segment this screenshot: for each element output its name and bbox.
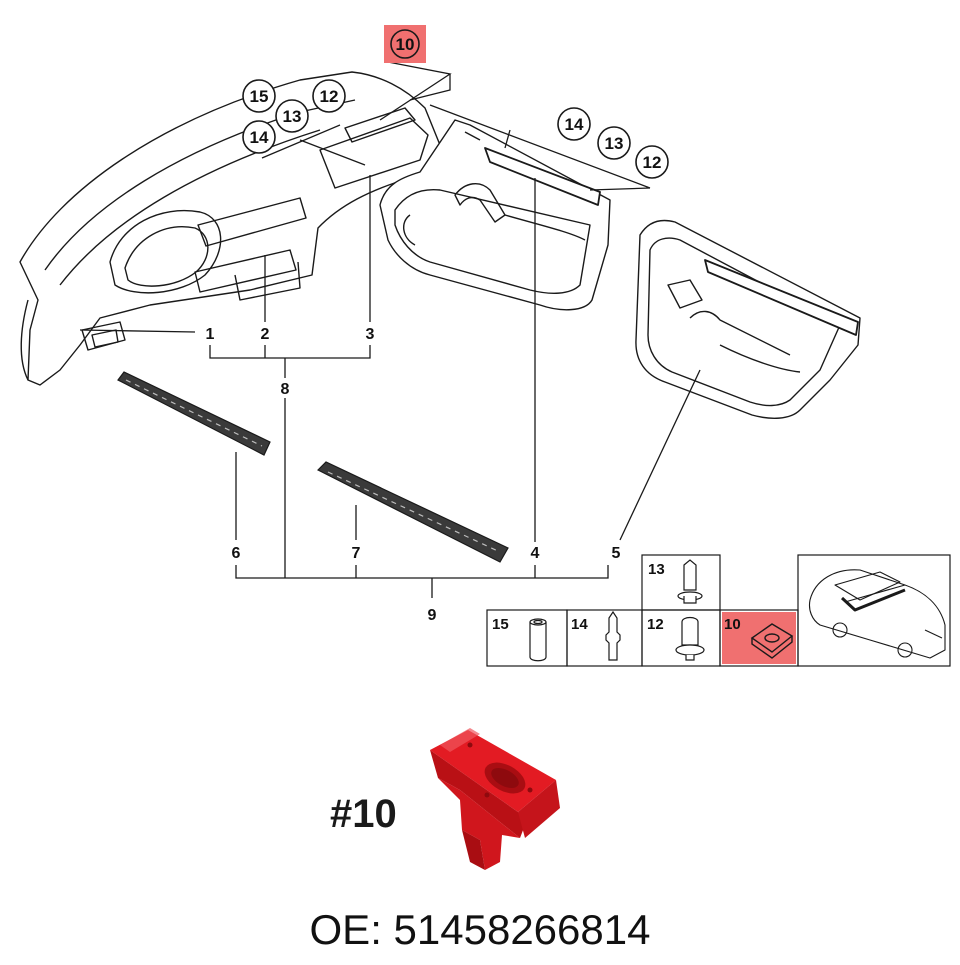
car-thumbnail-icon — [808, 569, 946, 659]
clip-12-icon — [675, 616, 705, 661]
trim-strip-6-illustration — [117, 371, 271, 456]
leader-number-6: 6 — [232, 545, 241, 562]
callout-group-dashboard: 15 12 14 13 — [242, 79, 346, 154]
trim-strip-7-illustration — [316, 461, 509, 563]
red-clip-product-icon — [430, 728, 560, 870]
callout-circle — [635, 145, 669, 179]
callout-label-10: 10 — [396, 35, 415, 54]
clip-10-icon — [750, 623, 794, 659]
callout-circle — [242, 120, 276, 154]
callout-label: 13 — [605, 134, 624, 153]
callout-label: 15 — [250, 87, 269, 106]
callout-label: 14 — [250, 128, 269, 147]
dashboard-illustration — [19, 71, 441, 386]
clip-13-icon — [677, 559, 703, 604]
leader-number-3: 3 — [366, 326, 375, 343]
parts-legend-table — [486, 554, 951, 667]
callout-circle — [242, 79, 276, 113]
rear-door-illustration — [635, 219, 861, 419]
leader-number-4: 4 — [531, 545, 540, 562]
callout-label: 12 — [320, 87, 339, 106]
legend-label-10: 10 — [724, 616, 741, 633]
callout-circle — [597, 126, 631, 160]
callout-circle — [312, 79, 346, 113]
leader-lines — [79, 61, 701, 598]
clip-15-icon — [529, 618, 547, 662]
legend-label-15: 15 — [492, 616, 509, 633]
callout-label: 14 — [565, 115, 584, 134]
legend-labels: 13 15 14 12 10 — [492, 561, 741, 633]
leader-number-2: 2 — [261, 326, 270, 343]
leader-number-9: 9 — [428, 607, 437, 624]
leader-number-8: 8 — [281, 381, 290, 398]
oe-number-label: OE: 51458266814 — [310, 906, 651, 953]
legend-label-14: 14 — [571, 616, 588, 633]
front-door-illustration — [379, 119, 611, 311]
callout-label: 12 — [643, 153, 662, 172]
callout-top-10: 10 — [384, 25, 426, 63]
leader-number-7: 7 — [352, 545, 361, 562]
callout-group-door: 14 13 12 — [557, 107, 669, 179]
callout-circle — [275, 99, 309, 133]
leader-number-1: 1 — [206, 326, 215, 343]
legend-label-12: 12 — [647, 616, 664, 633]
leader-number-5: 5 — [612, 545, 621, 562]
product-heading: #10 — [330, 792, 397, 836]
legend-cell-10-highlight — [722, 612, 796, 664]
callout-circle — [557, 107, 591, 141]
clip-14-icon — [605, 610, 621, 661]
leader-numbers: 1 2 3 8 6 7 4 5 9 — [206, 326, 621, 624]
callout-label: 13 — [283, 107, 302, 126]
legend-label-13: 13 — [648, 561, 665, 578]
